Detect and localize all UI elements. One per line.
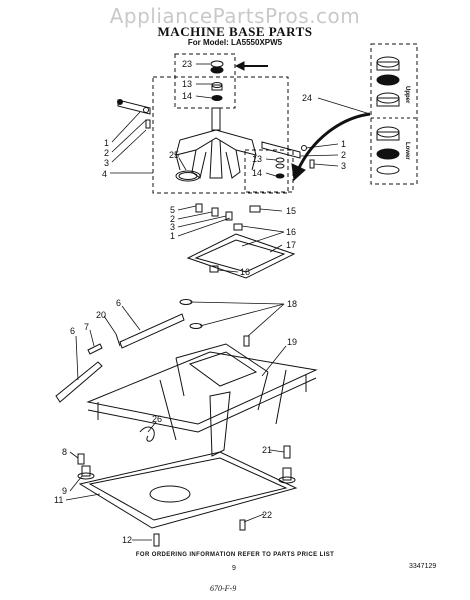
upper-bearing-kit (376, 56, 400, 107)
washer-14 (211, 95, 223, 101)
page-number: 9 (232, 565, 236, 572)
callout-4: 4 (102, 169, 107, 179)
leveling-foot-left (77, 453, 95, 480)
callout-2a: 2 (104, 148, 109, 158)
ordering-note: FOR ORDERING INFORMATION REFER TO PARTS … (135, 552, 335, 558)
clip-26 (139, 426, 155, 442)
callout-9: 9 (62, 486, 67, 496)
mid-bolts (195, 203, 261, 231)
callout-22: 22 (262, 510, 272, 520)
handwritten-note: 670-F-9 (210, 584, 237, 593)
kit-upper-label: Upper (404, 86, 410, 104)
side-rail-left-6 (55, 361, 103, 403)
callout-1c: 1 (170, 231, 175, 241)
screw-12 (153, 533, 160, 547)
callout-24: 24 (302, 93, 312, 103)
callout-3c: 3 (170, 222, 175, 232)
callout-12: 12 (122, 535, 132, 545)
callout-14b: 14 (252, 168, 262, 178)
callout-3b: 3 (341, 161, 346, 171)
kit-lower-label: Lower (404, 142, 410, 160)
inset-box-23-13-14 (174, 53, 236, 109)
callout-8: 8 (62, 447, 67, 457)
callout-14a: 14 (182, 91, 192, 101)
callout-26: 26 (152, 414, 162, 424)
callout-16b: 16 (240, 267, 250, 277)
model-subtitle: For Model: LA5550XPW5 (187, 38, 283, 47)
callout-13b: 13 (252, 154, 262, 164)
callout-16a: 16 (286, 227, 296, 237)
callout-13a: 13 (182, 79, 192, 89)
callout-20: 20 (96, 310, 106, 320)
leader-lines (65, 63, 371, 541)
callout-7: 7 (84, 322, 89, 332)
support-plate-17 (186, 233, 296, 279)
clip-7 (87, 343, 103, 355)
left-bracket (117, 99, 151, 129)
callout-1b: 1 (341, 139, 346, 149)
callout-18: 18 (287, 299, 297, 309)
kit-box-24 (370, 43, 418, 185)
seal-23 (210, 60, 224, 74)
ring-25 (175, 170, 201, 182)
watermark: AppliancePartsPros.com (109, 4, 361, 28)
assembly-box-top (152, 76, 289, 194)
callout-17: 17 (286, 240, 296, 250)
cabinet-frame-19 (86, 343, 318, 457)
callout-19: 19 (287, 337, 297, 347)
callout-11: 11 (54, 495, 63, 505)
callout-21: 21 (262, 445, 272, 455)
spider-assembly (175, 107, 257, 179)
pads-18 (179, 299, 250, 347)
page-title: MACHINE BASE PARTS (157, 24, 313, 39)
bearing-13 (211, 82, 223, 91)
callout-6a: 6 (70, 326, 75, 336)
callout-5: 5 (170, 205, 175, 215)
right-13-14-parts (275, 157, 285, 179)
callout-1a: 1 (104, 138, 109, 148)
base-pan-11 (78, 451, 298, 529)
callout-2b: 2 (341, 150, 346, 160)
lower-bearing-kit (376, 126, 400, 175)
callout-6b: 6 (116, 298, 121, 308)
side-rail-top-6 (119, 313, 185, 349)
callout-25: 25 (169, 150, 179, 160)
document-number: 3347129 (409, 563, 437, 570)
callout-3a: 3 (104, 158, 109, 168)
callout-2c: 2 (170, 214, 175, 224)
leveling-foot-right (278, 445, 296, 484)
spring-20 (115, 333, 121, 347)
kit-arrow (296, 112, 371, 171)
callout-15: 15 (286, 206, 296, 216)
screw-22 (239, 519, 246, 531)
callout-23: 23 (182, 59, 192, 69)
